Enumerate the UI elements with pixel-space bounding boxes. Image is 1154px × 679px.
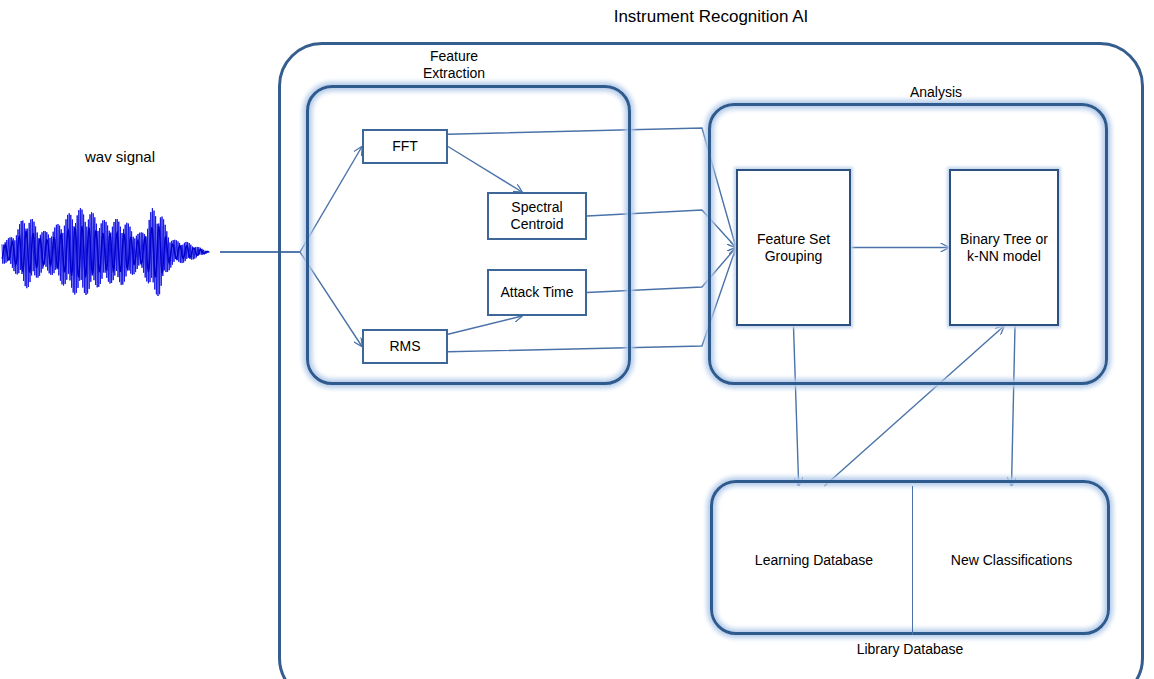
box-label: New Classifications <box>951 552 1072 569</box>
box-label: Spectral Centroid <box>495 199 579 233</box>
flow-arrow <box>448 128 736 248</box>
system-boundary: Instrument Recognition AIFeature Extract… <box>278 42 1144 679</box>
flow-arrow <box>824 326 1004 486</box>
panel-heading: wav signal <box>20 148 220 166</box>
database-section: Learning Database <box>716 486 913 635</box>
box-label: RMS <box>389 338 420 355</box>
flow-arrow <box>851 247 949 248</box>
flow-arrow <box>448 147 522 193</box>
box-label: Learning Database <box>755 552 873 569</box>
model-box: Binary Tree or k-NN model <box>949 169 1059 326</box>
waveform <box>2 208 209 296</box>
flow-arrow <box>794 326 799 486</box>
process-box: RMS <box>362 329 448 364</box>
signal-source: wav signal <box>20 148 220 308</box>
box-label: Binary Tree or k-NN model <box>957 231 1051 265</box>
process-box: Attack Time <box>487 269 587 316</box>
process-box: Feature Set Grouping <box>736 169 851 326</box>
flow-arrow <box>587 248 736 293</box>
box-label: Attack Time <box>500 284 573 301</box>
flow-arrow <box>448 248 736 352</box>
panel-heading: Library Database <box>653 641 1154 658</box>
panel-heading: Feature Extraction <box>409 48 499 82</box>
panel-heading: Analysis <box>881 84 991 101</box>
box-label: FFT <box>392 138 418 155</box>
flow-arrow <box>220 252 362 347</box>
flow-arrow <box>448 316 522 334</box>
feature-extraction-panel: Feature ExtractionFFTSpectral CentroidAt… <box>306 85 631 385</box>
process-box: FFT <box>362 129 448 164</box>
process-box: Spectral Centroid <box>487 192 587 240</box>
database-section: New Classifications <box>913 486 1110 635</box>
analysis-panel: AnalysisFeature Set GroupingBinary Tree … <box>708 103 1108 385</box>
flow-arrow <box>220 147 362 253</box>
panel-heading: Instrument Recognition AI <box>221 7 1154 27</box>
flow-arrow <box>587 210 736 248</box>
library-database-panel: Library DatabaseLearning DatabaseNew Cla… <box>710 480 1110 635</box>
box-label: Feature Set Grouping <box>744 231 843 265</box>
waveform-core <box>2 226 209 277</box>
flow-arrow <box>1012 326 1016 486</box>
